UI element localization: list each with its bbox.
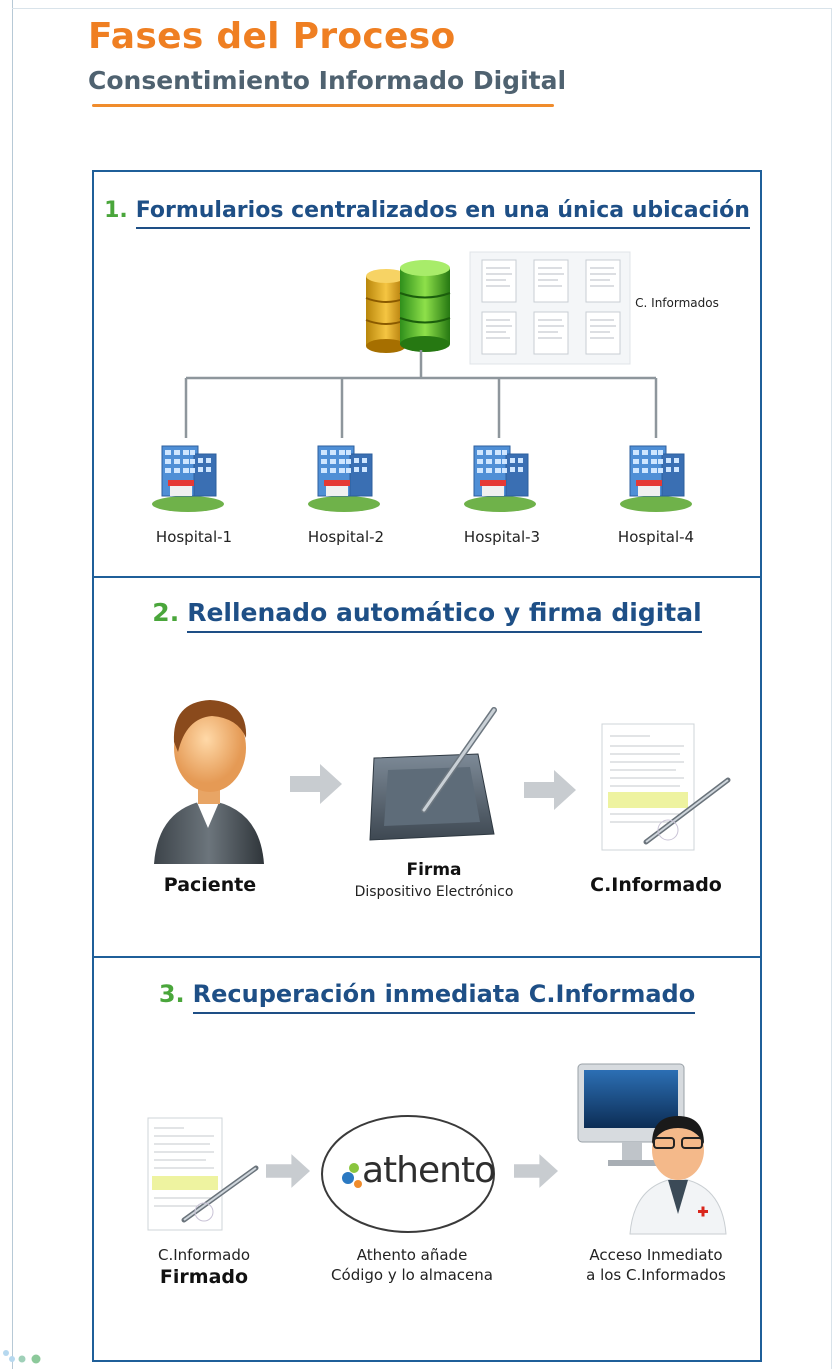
section-2-heading: 2.Rellenado automático y firma digital: [94, 598, 760, 633]
page-right-border: [831, 8, 832, 1369]
hospital-1-icon: [151, 445, 225, 513]
hospital-2-label: Hospital-2: [307, 528, 385, 546]
section-1-title: Formularios centralizados en una única u…: [135, 198, 750, 229]
section-3-title: Recuperación inmediata C.Informado: [192, 980, 696, 1014]
page-top-border: [12, 8, 832, 9]
firma-sub-label: Dispositivo Electrónico: [354, 884, 514, 900]
access-line2: a los C.Informados: [586, 1266, 726, 1284]
section-2-panel: 2.Rellenado automático y firma digital P…: [92, 576, 762, 958]
page-subtitle: Consentimiento Informado Digital: [88, 66, 567, 95]
arrow-right-icon-2: [524, 770, 576, 810]
section-1-number: 1.: [104, 198, 128, 223]
hospital-3-label: Hospital-3: [463, 528, 541, 546]
title-underline: [92, 104, 554, 107]
signed-doc-line1: C.Informado: [157, 1246, 251, 1264]
arrow-right-icon: [290, 764, 342, 804]
patient-label: Paciente: [163, 874, 257, 896]
hospital-4-icon: [619, 445, 693, 513]
section-3-panel: 3.Recuperación inmediata C.Informado C.I…: [92, 956, 762, 1362]
section-1-heading: 1. Formularios centralizados en una única…: [94, 198, 760, 229]
computer-doctor-icon: [577, 1063, 727, 1235]
section-2-title: Rellenado automático y firma digital: [187, 598, 702, 633]
database-icon: [365, 260, 451, 353]
access-line1: Acceso Inmediato: [589, 1246, 723, 1264]
patient-icon: [154, 700, 264, 864]
firma-label: Firma: [406, 860, 462, 880]
athento-line2: Código y lo almacena: [331, 1266, 493, 1284]
hospital-2-icon: [307, 445, 381, 513]
section-3-number: 3.: [158, 980, 185, 1008]
signature-tablet-icon: [369, 707, 497, 841]
arrow-right-icon-3: [266, 1154, 310, 1188]
page-title: Fases del Proceso: [88, 16, 456, 57]
decorative-dots: [3, 1350, 41, 1364]
documents-label: C. Informados: [635, 296, 719, 310]
section-3-heading: 3.Recuperación inmediata C.Informado: [94, 980, 760, 1014]
ci-label: C.Informado: [590, 874, 722, 896]
athento-logo-text: athento: [362, 1150, 496, 1191]
athento-logo: [321, 1115, 495, 1233]
page-left-border: [12, 0, 13, 1369]
signed-document-small-icon: [147, 1117, 259, 1231]
hospital-4-label: Hospital-4: [617, 528, 695, 546]
network-connector: [184, 350, 658, 438]
athento-line1: Athento añade: [356, 1246, 468, 1264]
hospital-3-icon: [463, 445, 537, 513]
signed-doc-line2: Firmado: [159, 1266, 249, 1288]
section-1-panel: 1. Formularios centralizados en una única…: [92, 170, 762, 578]
documents-grid-icon: [469, 251, 631, 365]
arrow-right-icon-4: [514, 1154, 558, 1188]
section-2-number: 2.: [152, 598, 180, 627]
hospital-1-label: Hospital-1: [155, 528, 233, 546]
signed-document-icon: [601, 723, 731, 851]
